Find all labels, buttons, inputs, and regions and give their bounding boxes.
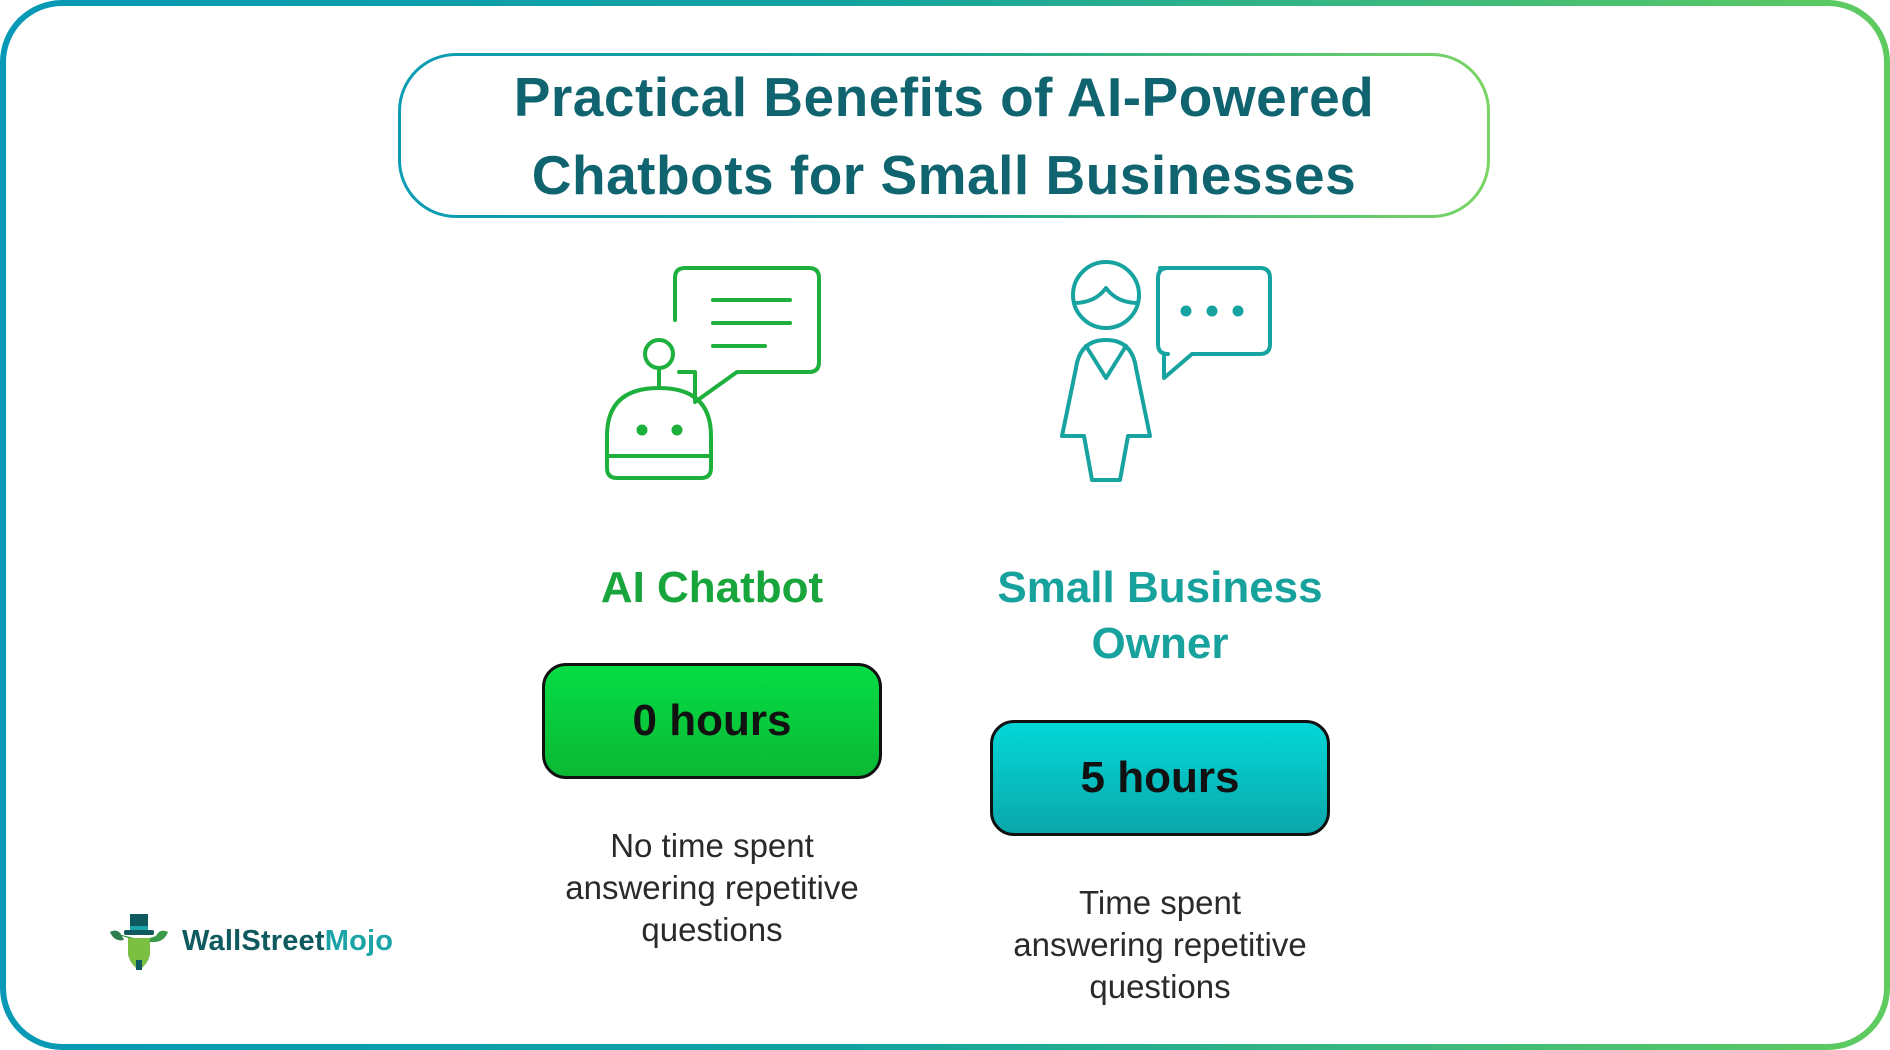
- business-owner-hours-value: 5 hours: [1080, 753, 1240, 802]
- business-owner-description: Time spent answering repetitive question…: [1013, 884, 1307, 1005]
- page-title-line-1: Practical Benefits of AI-Powered: [513, 65, 1375, 128]
- bull-mascot-icon: [110, 914, 168, 970]
- title-box: Practical Benefits of AI-Powered Chatbot…: [398, 53, 1490, 218]
- page-title-line-2: Chatbots for Small Businesses: [531, 143, 1357, 206]
- ai-chatbot-label: AI Chatbot: [600, 563, 824, 612]
- business-owner-label: Small Business Owner: [997, 563, 1323, 668]
- person-chat-icon: [1060, 260, 1272, 482]
- logo-text-wallstreet: WallStreet: [182, 924, 325, 957]
- logo-text-mojo: Mojo: [324, 924, 394, 957]
- business-owner-hours-badge: 5 hours: [990, 720, 1330, 836]
- ai-chatbot-description: No time spent answering repetitive quest…: [565, 827, 859, 948]
- robot-chat-icon: [605, 266, 821, 480]
- wallstreetmojo-logo: WallStreetMojo: [108, 910, 393, 972]
- ai-chatbot-hours-badge: 0 hours: [542, 663, 882, 779]
- ai-chatbot-hours-value: 0 hours: [632, 696, 792, 745]
